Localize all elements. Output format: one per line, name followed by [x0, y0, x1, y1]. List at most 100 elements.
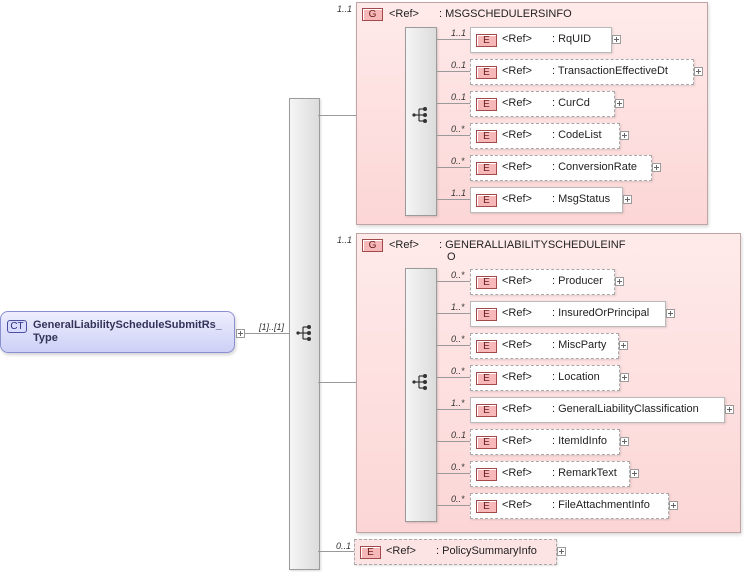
element-2-2-name: : InsuredOrPrincipal	[552, 307, 650, 319]
ref-tag: <Ref>	[502, 467, 532, 479]
complex-type-badge: CT	[7, 320, 27, 333]
expand-icon[interactable]	[623, 195, 632, 204]
element-occurs: 1..*	[451, 302, 465, 312]
ref-tag: <Ref>	[502, 435, 532, 447]
element-occurs: 0..1	[451, 430, 467, 440]
trailing-connector	[318, 551, 354, 552]
ref-tag: <Ref>	[502, 371, 532, 383]
group-2-badge: G	[362, 239, 383, 252]
complex-type-name-line2: Type	[33, 332, 58, 344]
element-badge: E	[476, 500, 497, 513]
element-badge: E	[476, 98, 497, 111]
expand-icon[interactable]	[557, 547, 566, 556]
element-1-4-name: : CodeList	[552, 129, 602, 141]
element-occurs: 1..1	[451, 28, 467, 38]
root-cardinality: [1]..[1]	[259, 322, 285, 332]
element-badge: E	[476, 194, 497, 207]
element-badge: E	[476, 162, 497, 175]
element-1-2-name: : TransactionEffectiveDt	[552, 65, 668, 77]
group-1-occurs: 1..1	[337, 4, 353, 14]
ref-tag: <Ref>	[502, 129, 532, 141]
element-1-5-name: : ConversionRate	[552, 161, 637, 173]
expand-icon[interactable]	[630, 469, 639, 478]
expand-icon[interactable]	[620, 437, 629, 446]
main-sequence-icon	[296, 325, 312, 341]
element-badge: E	[360, 546, 381, 559]
expand-icon[interactable]	[615, 99, 624, 108]
expand-icon[interactable]	[694, 67, 703, 76]
element-badge: E	[476, 66, 497, 79]
element-occurs: 0..*	[451, 462, 465, 472]
element-connector	[436, 281, 470, 282]
expand-icon[interactable]	[620, 373, 629, 382]
expand-icon[interactable]	[612, 35, 621, 44]
element-connector	[436, 345, 470, 346]
main-sequence-bar	[289, 98, 320, 570]
complex-type-name-line1: GeneralLiabilityScheduleSubmitRs_	[33, 319, 222, 331]
group-1-ref-tag: <Ref>	[389, 8, 419, 20]
group-2-occurs: 1..1	[337, 235, 353, 245]
element-connector	[436, 135, 470, 136]
element-occurs: 1..1	[451, 188, 467, 198]
element-1-4-box[interactable]	[470, 123, 620, 149]
element-badge: E	[476, 436, 497, 449]
element-connector	[436, 441, 470, 442]
element-badge: E	[476, 308, 497, 321]
complex-type-box[interactable]	[0, 311, 235, 353]
expand-icon[interactable]	[725, 405, 734, 414]
element-connector	[436, 377, 470, 378]
trailing-occurs: 0..1	[336, 541, 352, 551]
element-badge: E	[476, 34, 497, 47]
ref-tag: <Ref>	[502, 339, 532, 351]
element-connector	[436, 473, 470, 474]
expand-icon[interactable]	[669, 501, 678, 510]
expand-icon[interactable]	[652, 163, 661, 172]
element-2-4-box[interactable]	[470, 365, 620, 391]
element-badge: E	[476, 468, 497, 481]
group-2-name-line2: O	[447, 251, 456, 263]
element-badge: E	[476, 404, 497, 417]
element-2-3-name: : MiscParty	[552, 339, 607, 351]
element-1-2-box[interactable]	[470, 59, 694, 85]
ref-tag: <Ref>	[502, 307, 532, 319]
element-connector	[436, 409, 470, 410]
ref-tag: <Ref>	[502, 161, 532, 173]
group-2-ref-tag: <Ref>	[389, 239, 419, 251]
element-2-2-box[interactable]	[470, 301, 666, 327]
element-occurs: 0..1	[451, 60, 467, 70]
group-2-sequence-bar	[405, 268, 437, 522]
element-occurs: 0..*	[451, 270, 465, 280]
element-1-6-name: : MsgStatus	[552, 193, 611, 205]
element-1-5-box[interactable]	[470, 155, 652, 181]
element-connector	[436, 313, 470, 314]
ref-tag: <Ref>	[502, 275, 532, 287]
element-1-1-name: : RqUID	[552, 33, 592, 45]
policy-summary-name: : PolicySummaryInfo	[436, 545, 537, 557]
element-2-8-box[interactable]	[470, 493, 669, 519]
element-occurs: 1..*	[451, 398, 465, 408]
expand-icon[interactable]	[619, 341, 628, 350]
element-connector	[436, 167, 470, 168]
element-2-7-name: : RemarkText	[552, 467, 617, 479]
group-1-badge: G	[362, 8, 383, 21]
ref-tag: <Ref>	[502, 403, 532, 415]
element-occurs: 0..*	[451, 494, 465, 504]
expand-icon[interactable]	[620, 131, 629, 140]
element-2-8-name: : FileAttachmentInfo	[552, 499, 650, 511]
collapse-icon[interactable]	[236, 329, 245, 338]
expand-icon[interactable]	[615, 277, 624, 286]
element-2-5-box[interactable]	[470, 397, 725, 423]
ref-tag: <Ref>	[502, 33, 532, 45]
element-connector	[436, 39, 470, 40]
ref-tag: <Ref>	[502, 193, 532, 205]
element-occurs: 0..*	[451, 366, 465, 376]
element-occurs: 0..1	[451, 92, 467, 102]
element-2-6-name: : ItemIdInfo	[552, 435, 608, 447]
ref-tag: <Ref>	[502, 65, 532, 77]
element-1-6-box[interactable]	[470, 187, 623, 213]
expand-icon[interactable]	[666, 309, 675, 318]
policy-summary-box[interactable]	[354, 539, 557, 565]
ref-tag: <Ref>	[502, 97, 532, 109]
element-badge: E	[476, 276, 497, 289]
